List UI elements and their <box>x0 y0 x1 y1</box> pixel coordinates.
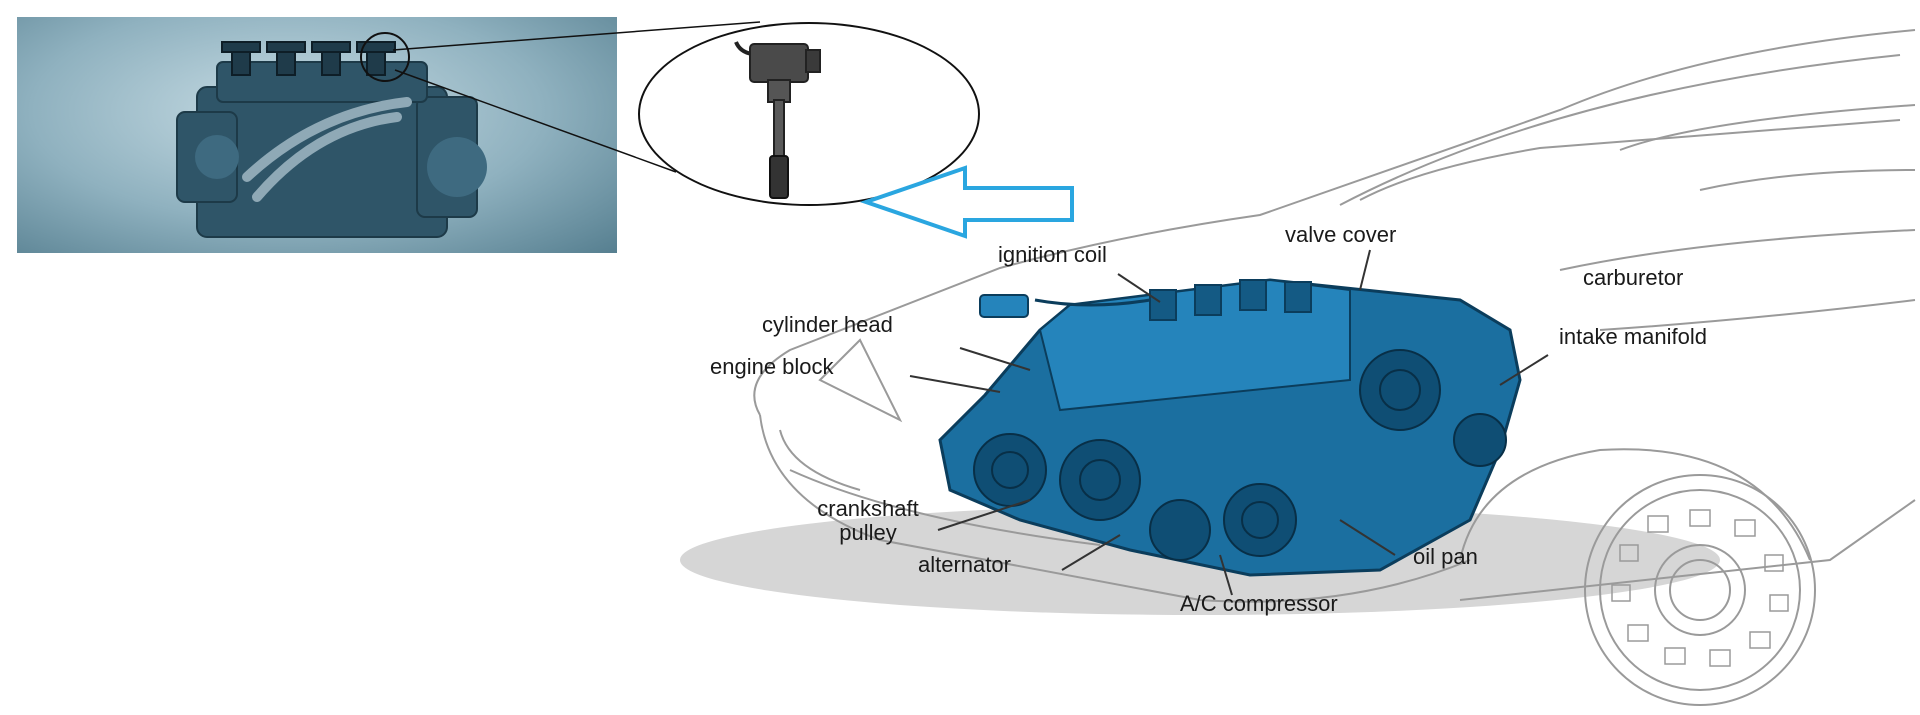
label-engine-block: engine block <box>710 354 834 379</box>
ignition-coil-zoom-illustration <box>734 41 821 199</box>
label-crankshaft-pulley-line2: pulley <box>839 520 897 545</box>
engine-illustration <box>938 278 1522 577</box>
label-ignition-coil: ignition coil <box>998 242 1107 267</box>
engine-photo-illustration <box>176 32 487 238</box>
label-crankshaft-pulley: crankshaft pulley <box>798 497 938 545</box>
label-alternator: alternator <box>918 552 1011 577</box>
wheel <box>1584 474 1816 706</box>
engine-photo <box>17 17 617 253</box>
leader-lines <box>909 249 1549 596</box>
car-outline <box>753 29 1916 603</box>
label-valve-cover: valve cover <box>1285 222 1397 247</box>
pointer-arrow <box>859 165 1074 239</box>
label-oil-pan: oil pan <box>1413 544 1478 569</box>
label-intake-manifold: intake manifold <box>1559 324 1707 349</box>
label-cylinder-head: cylinder head <box>762 312 893 337</box>
label-ac-compressor: A/C compressor <box>1180 591 1338 616</box>
zoom-circle <box>638 22 980 206</box>
label-carburetor: carburetor <box>1583 265 1684 290</box>
label-crankshaft-pulley-line1: crankshaft <box>817 496 919 521</box>
